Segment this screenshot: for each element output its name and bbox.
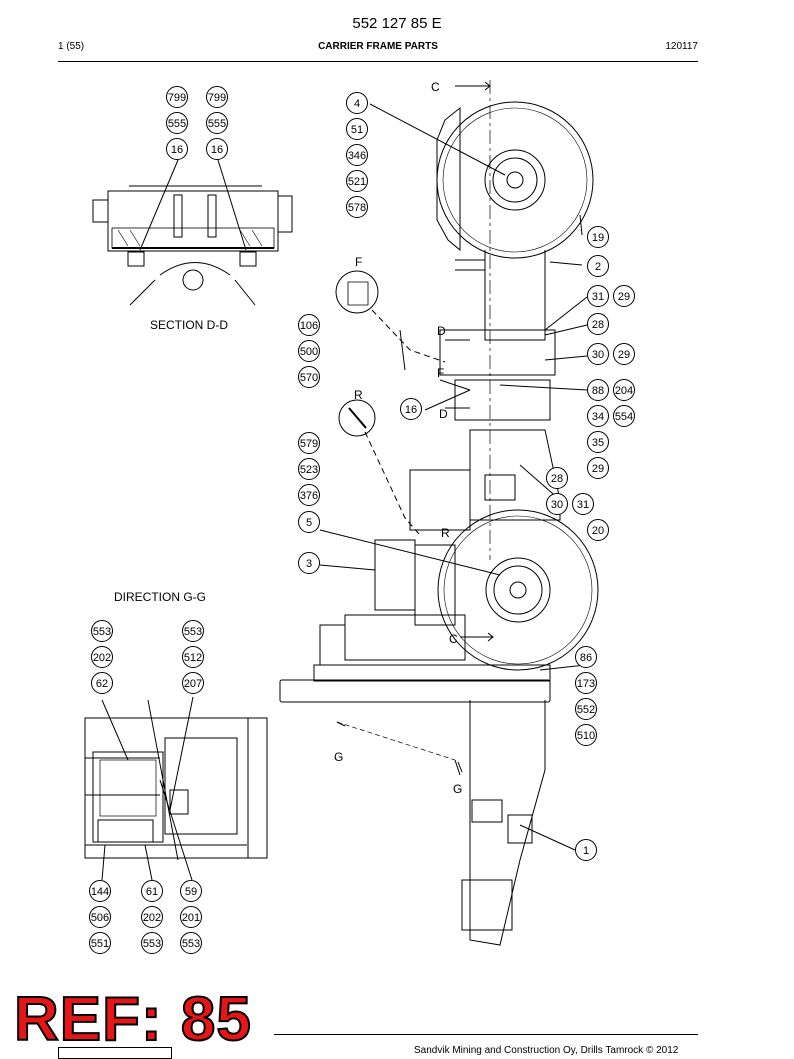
part-callout[interactable]: 346 [346, 144, 368, 166]
part-callout[interactable]: 202 [91, 646, 113, 668]
part-callout[interactable]: 19 [587, 226, 609, 248]
part-callout[interactable]: 552 [575, 698, 597, 720]
part-callout[interactable]: 1 [575, 839, 597, 861]
part-callout[interactable]: 30 [587, 343, 609, 365]
part-callout[interactable]: 88 [587, 379, 609, 401]
part-callout[interactable]: 207 [182, 672, 204, 694]
part-callout[interactable]: 555 [206, 112, 228, 134]
part-callout[interactable]: 2 [587, 255, 609, 277]
view-letter-r: R [354, 388, 363, 402]
footer-rule [274, 1034, 698, 1035]
view-letter-g: G [334, 750, 344, 764]
view-letter-f: F [355, 255, 363, 269]
part-callout[interactable]: 553 [91, 620, 113, 642]
part-callout[interactable]: 34 [587, 405, 609, 427]
part-callout[interactable]: 799 [166, 86, 188, 108]
view-letter-g: G [453, 782, 463, 796]
part-callout[interactable]: 201 [180, 906, 202, 928]
part-callout[interactable]: 16 [400, 398, 422, 420]
section-dd-view [92, 159, 293, 306]
part-callout[interactable]: 29 [587, 457, 609, 479]
part-callout[interactable]: 578 [346, 196, 368, 218]
part-callout[interactable]: 59 [180, 880, 202, 902]
part-callout[interactable]: 799 [206, 86, 228, 108]
page-title: CARRIER FRAME PARTS [318, 41, 438, 52]
header-rule [58, 61, 698, 62]
part-callout[interactable]: 30 [546, 493, 568, 515]
part-callout[interactable]: 51 [346, 118, 368, 140]
main-side-view [279, 80, 599, 946]
part-callout[interactable]: 376 [298, 484, 320, 506]
part-callout[interactable]: 553 [141, 932, 163, 954]
brand-logo [58, 1047, 172, 1059]
part-callout[interactable]: 553 [182, 620, 204, 642]
part-callout[interactable]: 512 [182, 646, 204, 668]
view-letter-f: F [437, 366, 445, 380]
footer-copyright: Sandvik Mining and Construction Oy, Dril… [414, 1045, 679, 1056]
view-letter-d: D [437, 324, 446, 338]
part-callout[interactable]: 521 [346, 170, 368, 192]
part-callout[interactable]: 16 [166, 138, 188, 160]
direction-gg-label: DIRECTION G-G [114, 590, 206, 604]
part-callout[interactable]: 29 [613, 285, 635, 307]
part-callout[interactable]: 173 [575, 672, 597, 694]
part-callout[interactable]: 31 [587, 285, 609, 307]
part-callout[interactable]: 500 [298, 340, 320, 362]
page-indicator: 1 (55) [58, 41, 85, 52]
part-callout[interactable]: 570 [298, 366, 320, 388]
view-letter-r: R [441, 526, 450, 540]
part-callout[interactable]: 506 [89, 906, 111, 928]
part-callout[interactable]: 86 [575, 646, 597, 668]
detail-r [338, 399, 421, 536]
view-letter-c: C [449, 632, 458, 646]
part-callout[interactable]: 35 [587, 431, 609, 453]
part-callout[interactable]: 29 [613, 343, 635, 365]
ref-stamp: REF: 85 [13, 984, 252, 1055]
part-callout[interactable]: 202 [141, 906, 163, 928]
part-callout[interactable]: 20 [587, 519, 609, 541]
view-letter-d: D [439, 407, 448, 421]
detail-f [335, 270, 446, 363]
part-callout[interactable]: 61 [141, 880, 163, 902]
section-dd-label: SECTION D-D [150, 318, 228, 332]
revision-code: 120117 [665, 41, 698, 52]
part-callout[interactable]: 5 [298, 511, 320, 533]
document-number: 552 127 85 E [352, 15, 442, 32]
part-callout[interactable]: 3 [298, 552, 320, 574]
direction-gg-view [84, 696, 268, 881]
part-callout[interactable]: 106 [298, 314, 320, 336]
part-callout[interactable]: 31 [572, 493, 594, 515]
part-callout[interactable]: 551 [89, 932, 111, 954]
part-callout[interactable]: 554 [613, 405, 635, 427]
part-callout[interactable]: 579 [298, 432, 320, 454]
part-callout[interactable]: 510 [575, 724, 597, 746]
part-callout[interactable]: 523 [298, 458, 320, 480]
part-callout[interactable]: 204 [613, 379, 635, 401]
part-callout[interactable]: 4 [346, 92, 368, 114]
part-callout[interactable]: 555 [166, 112, 188, 134]
view-letter-c: C [431, 80, 440, 94]
part-callout[interactable]: 144 [89, 880, 111, 902]
direction-line [336, 721, 456, 761]
part-callout[interactable]: 62 [91, 672, 113, 694]
part-callout[interactable]: 28 [546, 467, 568, 489]
part-callout[interactable]: 16 [206, 138, 228, 160]
part-callout[interactable]: 28 [587, 313, 609, 335]
part-callout[interactable]: 553 [180, 932, 202, 954]
